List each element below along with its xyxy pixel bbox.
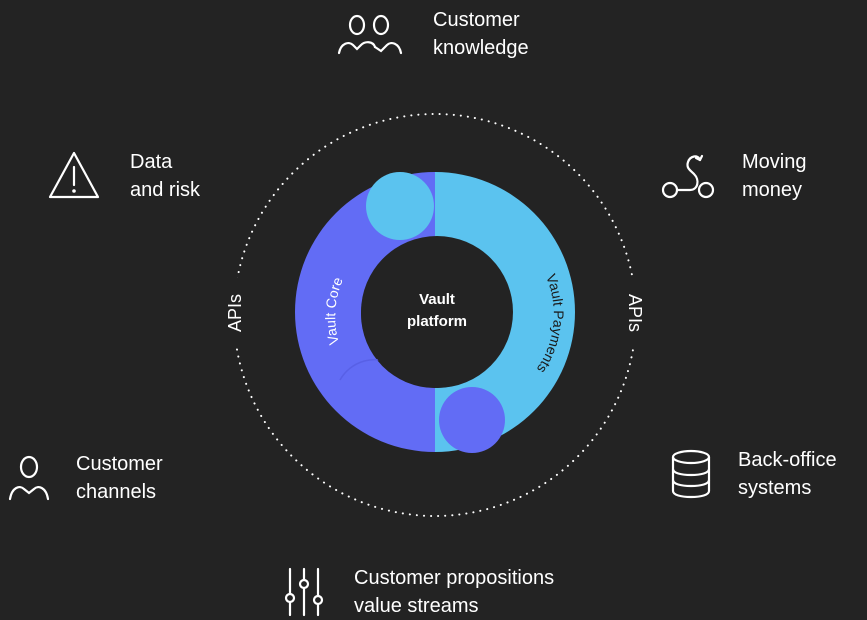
customer-knowledge-line2: knowledge bbox=[433, 37, 529, 59]
apis-right-label: APIs bbox=[625, 294, 645, 332]
propositions-line1: Customer propositions bbox=[354, 567, 555, 589]
customer-knowledge-line1: Customer bbox=[433, 9, 520, 31]
vault-core-cap bbox=[439, 387, 505, 453]
customer-knowledge-item: Customer knowledge bbox=[335, 6, 529, 62]
users-icon bbox=[337, 14, 403, 55]
propositions-item: Customer propositions value streams bbox=[282, 564, 554, 620]
center-label-line2: platform bbox=[407, 313, 467, 330]
sliders-icon bbox=[284, 567, 324, 617]
back-office-line1: Back-office bbox=[738, 449, 837, 471]
data-risk-item: Data and risk bbox=[46, 148, 200, 204]
vault-payments-cap bbox=[366, 172, 434, 240]
moving-money-line2: money bbox=[742, 179, 803, 201]
back-office-item: Back-office systems bbox=[666, 446, 837, 502]
customer-channels-item: Customer channels bbox=[6, 450, 163, 506]
apis-left-label: APIs bbox=[225, 294, 245, 332]
moving-money-item: Moving money bbox=[660, 148, 806, 204]
customer-channels-line2: channels bbox=[76, 481, 157, 503]
back-office-line2: systems bbox=[738, 477, 812, 499]
apis-right-gap bbox=[619, 278, 649, 348]
warning-triangle-icon bbox=[48, 151, 100, 199]
apis-left-gap bbox=[220, 278, 250, 348]
vault-core-segment bbox=[295, 172, 435, 452]
vault-platform-center bbox=[361, 236, 513, 388]
data-risk-line1: Data bbox=[130, 151, 173, 173]
center-label-line1: Vault bbox=[419, 291, 455, 308]
user-icon bbox=[8, 455, 50, 501]
scooter-icon bbox=[661, 154, 715, 199]
data-risk-line2: and risk bbox=[130, 179, 201, 201]
moving-money-line1: Moving bbox=[742, 151, 807, 173]
propositions-line2: value streams bbox=[354, 595, 479, 617]
vault-payments-segment bbox=[435, 172, 575, 452]
database-icon bbox=[671, 449, 711, 499]
customer-channels-line1: Customer bbox=[76, 453, 163, 475]
